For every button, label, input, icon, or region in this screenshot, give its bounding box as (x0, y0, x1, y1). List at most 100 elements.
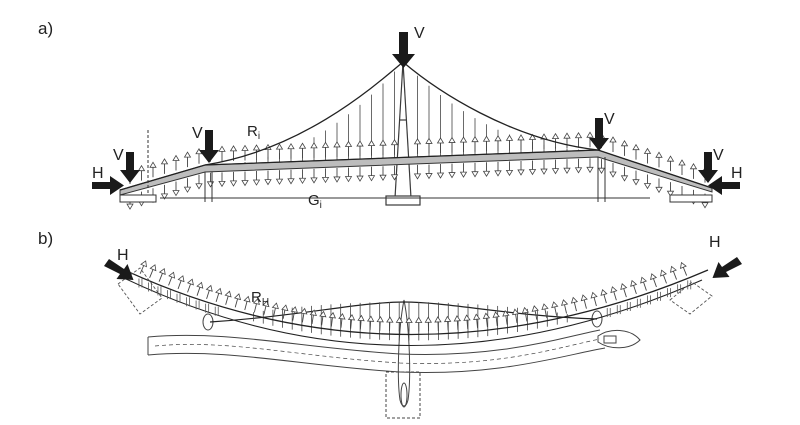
arrow-up-icon (183, 151, 192, 168)
arrow-up-icon (600, 288, 608, 304)
arrow-up-icon (356, 140, 364, 157)
arrow-up-icon (650, 273, 658, 288)
force-v-label-center: V (414, 25, 425, 42)
arrow-up-icon (670, 265, 677, 280)
force-arrow-icon (92, 176, 124, 195)
arrow-down-icon (597, 159, 606, 174)
arrow-down-icon (160, 184, 169, 200)
arrow-down-icon (310, 168, 318, 184)
arrow-down-icon (287, 169, 295, 185)
force-v-label-left-end: V (113, 147, 124, 164)
arrow-up-icon (632, 143, 640, 160)
force-arrows-b (104, 257, 742, 280)
force-h-label-b-left: H (117, 247, 129, 264)
arrow-down-icon (390, 165, 399, 181)
arrow-up-icon (424, 316, 433, 332)
cable-b (209, 301, 598, 323)
arrow-down-icon (436, 164, 445, 179)
arrow-up-icon (328, 311, 337, 327)
arrow-up-icon (482, 312, 491, 328)
arrow-up-icon (139, 260, 147, 274)
arrow-up-icon (281, 304, 289, 319)
arrow-up-icon (655, 151, 663, 168)
arrow-down-icon (183, 178, 192, 193)
force-arrow-icon (708, 176, 740, 195)
arrow-up-icon (367, 139, 376, 156)
arrow-down-icon (471, 162, 479, 178)
arrow-up-icon (177, 275, 185, 290)
arrow-up-icon (333, 141, 341, 157)
arrow-down-icon (482, 162, 491, 178)
force-v-label-left-pier: V (192, 125, 203, 142)
arrow-up-icon (252, 298, 260, 313)
arrow-up-icon (620, 283, 628, 298)
approach-ramp-b (147, 310, 641, 373)
arrow-up-icon (630, 279, 638, 295)
pylon-b (385, 299, 421, 419)
panel-a-label: a) (38, 19, 53, 38)
arrow-up-icon (413, 138, 422, 154)
arrow-up-icon (463, 314, 471, 330)
arrow-up-icon (275, 143, 284, 160)
arrow-up-icon (434, 316, 442, 331)
arrow-down-icon (321, 168, 330, 184)
arrow-up-icon (300, 307, 308, 323)
arrow-up-icon (205, 284, 213, 299)
force-arrow-icon (199, 130, 219, 163)
arrow-down-icon (379, 166, 387, 181)
arrow-down-icon (425, 164, 433, 180)
arrow-up-icon (561, 299, 569, 314)
arrow-down-icon (528, 160, 537, 176)
arrow-up-icon (448, 136, 456, 153)
force-arrow-icon (698, 152, 718, 183)
arrow-up-icon (405, 316, 413, 332)
arrow-up-icon (224, 290, 232, 305)
arrow-up-icon (379, 139, 387, 156)
arrow-up-icon (298, 142, 307, 159)
arrow-up-icon (517, 134, 525, 150)
arrow-up-icon (678, 159, 686, 175)
arrow-down-icon (666, 182, 675, 197)
arrow-down-icon (252, 171, 261, 186)
arrow-up-icon (186, 278, 194, 293)
arrow-up-icon (482, 135, 491, 152)
arrow-up-icon (494, 135, 502, 151)
arrow-down-icon (620, 166, 629, 182)
arrow-up-icon (574, 131, 583, 148)
deck-b (119, 267, 709, 346)
arrow-down-icon (517, 160, 525, 176)
arrow-up-icon (443, 315, 452, 331)
arrow-down-icon (356, 167, 364, 182)
arrow-up-icon (505, 134, 514, 151)
arrow-up-icon (160, 158, 169, 174)
arrow-up-icon (540, 133, 548, 150)
radial-label-b: RH (251, 289, 269, 308)
arrow-up-icon (168, 271, 176, 286)
arrow-up-icon (271, 302, 279, 317)
arrow-up-icon (580, 294, 588, 309)
arrow-down-icon (540, 160, 548, 175)
arrow-up-icon (290, 306, 298, 321)
arrow-up-icon (521, 306, 530, 322)
arrow-up-icon (262, 300, 270, 315)
arrow-down-icon (632, 170, 640, 186)
arrow-up-icon (309, 309, 317, 324)
arrow-up-icon (610, 286, 618, 301)
force-arrow-icon (104, 259, 134, 280)
arrow-down-icon (172, 181, 180, 197)
arrow-up-icon (321, 141, 330, 158)
arrow-up-icon (640, 276, 648, 291)
arrow-down-icon (367, 166, 376, 182)
arrow-up-icon (357, 314, 365, 330)
uplift-label-a: Ri (247, 123, 260, 142)
gravity-arrows-a (126, 158, 709, 210)
arrow-down-icon (333, 167, 341, 183)
arrow-down-icon (241, 171, 249, 187)
force-h-label-b-right: H (709, 234, 721, 251)
gravity-label-a: Gi (308, 192, 322, 211)
arrow-up-icon (502, 309, 510, 325)
arrow-up-icon (344, 140, 353, 157)
force-arrow-icon (120, 152, 140, 183)
arrow-up-icon (172, 154, 180, 171)
